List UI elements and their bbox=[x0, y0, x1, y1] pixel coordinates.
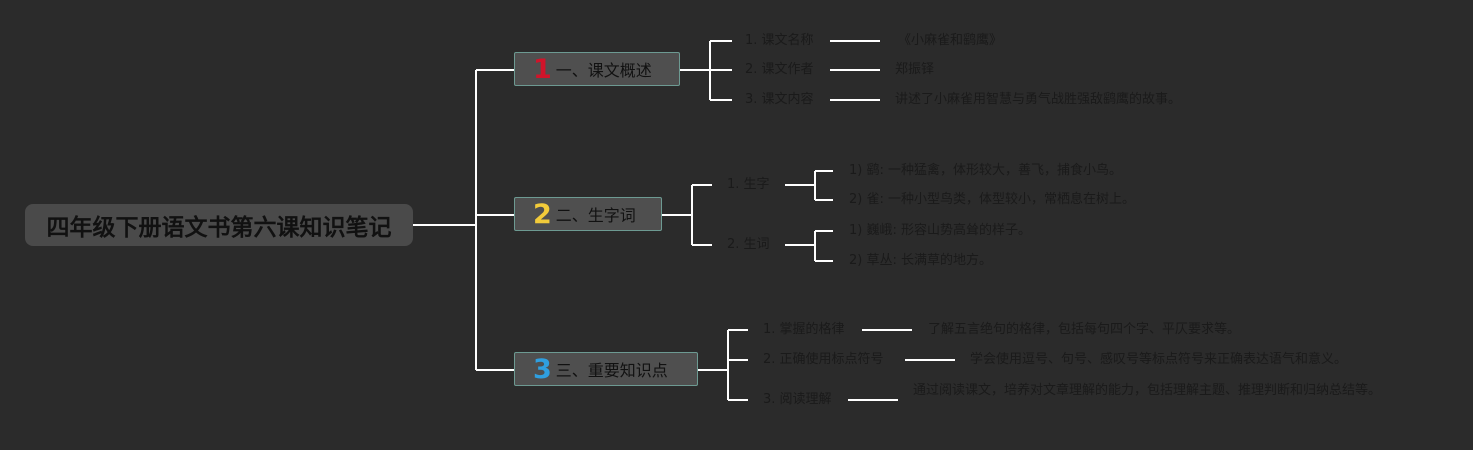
item-label: 2. 正确使用标点符号 bbox=[763, 352, 884, 367]
branch-title: 一、课文概述 bbox=[555, 61, 652, 80]
item-label: 3. 课文内容 bbox=[745, 92, 814, 107]
item-value: 郑振铎 bbox=[895, 62, 935, 77]
branch-title: 三、重要知识点 bbox=[555, 361, 668, 380]
number-2-icon: 2 bbox=[533, 198, 552, 230]
branch-node-overview[interactable]: 1 一、课文概述 bbox=[514, 52, 680, 86]
item-label: 2. 课文作者 bbox=[745, 62, 814, 77]
number-1-icon: 1 bbox=[533, 53, 552, 85]
item-label: 3. 阅读理解 bbox=[763, 392, 832, 407]
item-value: 了解五言绝句的格律，包括每句四个字、平仄要求等。 bbox=[928, 322, 1241, 337]
branch-node-key-points[interactable]: 3 三、重要知识点 bbox=[514, 352, 698, 386]
item-label: 2. 生词 bbox=[727, 237, 770, 252]
subitem: 2) 草丛: 长满草的地方。 bbox=[849, 253, 992, 268]
item-label: 1. 掌握的格律 bbox=[763, 322, 845, 337]
subitem: 2) 雀: 一种小型鸟类，体型较小，常栖息在树上。 bbox=[849, 192, 1135, 207]
subitem: 1) 巍峨: 形容山势高耸的样子。 bbox=[849, 223, 1031, 238]
item-value: 学会使用逗号、句号、感叹号等标点符号来正确表达语气和意义。 bbox=[970, 352, 1348, 367]
root-node[interactable]: 四年级下册语文书第六课知识笔记 bbox=[25, 204, 413, 246]
branch-title: 二、生字词 bbox=[555, 206, 636, 225]
item-value: 通过阅读课文，培养对文章理解的能力，包括理解主题、推理判断和归纳总结等。 bbox=[913, 383, 1382, 398]
item-value: 讲述了小麻雀用智慧与勇气战胜强敌鹞鹰的故事。 bbox=[895, 92, 1182, 107]
item-label: 1. 课文名称 bbox=[745, 33, 814, 48]
item-label: 1. 生字 bbox=[727, 177, 770, 192]
branch-node-vocabulary[interactable]: 2 二、生字词 bbox=[514, 197, 662, 231]
item-value: 《小麻雀和鹞鹰》 bbox=[898, 33, 1003, 48]
subitem: 1) 鹞: 一种猛禽，体形较大，善飞，捕食小鸟。 bbox=[849, 163, 1122, 178]
root-title: 四年级下册语文书第六课知识笔记 bbox=[46, 215, 392, 241]
number-3-icon: 3 bbox=[533, 353, 552, 385]
